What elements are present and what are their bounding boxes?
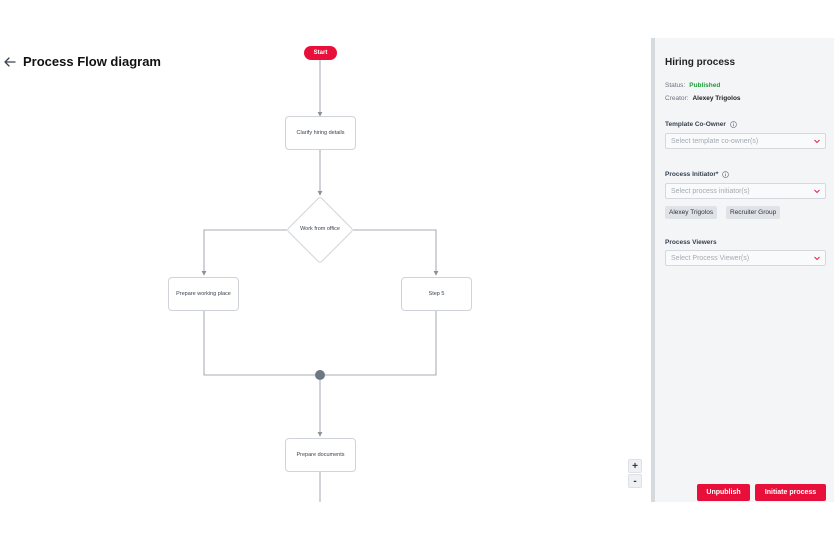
initiator-select[interactable]: Select process initiator(s) <box>665 183 826 199</box>
connector-decision-right <box>353 229 439 276</box>
co-owner-placeholder: Select template co-owner(s) <box>671 137 759 145</box>
panel-title: Hiring process <box>665 57 736 68</box>
viewers-select[interactable]: Select Process Viewer(s) <box>665 250 826 266</box>
start-node[interactable]: Start <box>304 46 337 60</box>
flow-connectors <box>201 60 439 502</box>
status-label: Status: <box>665 82 686 89</box>
info-icon[interactable] <box>722 171 730 178</box>
node-label: Step 5 <box>428 291 445 297</box>
properties-panel: Hiring process Status:Published Creator:… <box>655 38 834 502</box>
chevron-down-icon <box>814 139 820 144</box>
viewers-placeholder: Select Process Viewer(s) <box>671 254 750 262</box>
node-clarify-hiring-details[interactable]: Clarify hiring details <box>285 116 356 150</box>
chevron-down-icon <box>814 256 820 261</box>
zoom-in-button[interactable]: + <box>628 459 642 473</box>
creator-value: Alexey Trigolos <box>692 95 741 102</box>
node-label: Prepare documents <box>296 452 345 458</box>
creator-row: Creator:Alexey Trigolos <box>665 95 741 102</box>
co-owner-select[interactable]: Select template co-owner(s) <box>665 133 826 149</box>
node-prepare-documents[interactable]: Prepare documents <box>285 438 356 472</box>
connector-right-merge <box>325 311 437 376</box>
decision-label: Work from office <box>300 226 340 232</box>
connector-decision-left <box>201 229 287 276</box>
arrow-left-icon[interactable] <box>3 55 17 69</box>
chevron-down-icon <box>814 189 820 194</box>
co-owner-label-text: Template Co-Owner <box>665 121 726 128</box>
merge-node[interactable] <box>315 370 325 380</box>
creator-label: Creator: <box>665 95 689 102</box>
initiator-placeholder: Select process initiator(s) <box>671 187 750 195</box>
initiate-process-button[interactable]: Initiate process <box>755 484 826 501</box>
initiator-chip[interactable]: Alexey Trigolos <box>665 206 718 219</box>
unpublish-button[interactable]: Unpublish <box>697 484 750 501</box>
initiator-chip[interactable]: Recruiter Group <box>726 206 781 219</box>
status-badge: Published <box>689 82 721 89</box>
viewers-label: Process Viewers <box>665 239 717 246</box>
connector-left-merge <box>203 311 315 376</box>
page-title: Process Flow diagram <box>23 54 161 69</box>
flow-canvas[interactable]: Start Clarify hiring details Work from o… <box>0 38 650 502</box>
co-owner-label: Template Co-Owner <box>665 121 737 128</box>
viewers-label-text: Process Viewers <box>665 239 717 246</box>
initiator-label: Process Initiator* <box>665 171 730 178</box>
node-step-5[interactable]: Step 5 <box>401 277 472 311</box>
node-label: Clarify hiring details <box>296 130 345 136</box>
initiator-label-text: Process Initiator* <box>665 171 719 178</box>
info-icon[interactable] <box>730 121 737 128</box>
node-prepare-working-place[interactable]: Prepare working place <box>168 277 239 311</box>
node-label: Prepare working place <box>176 291 231 297</box>
zoom-out-button[interactable]: - <box>628 474 642 488</box>
status-row: Status:Published <box>665 82 720 89</box>
panel-resize-handle[interactable] <box>651 38 655 502</box>
